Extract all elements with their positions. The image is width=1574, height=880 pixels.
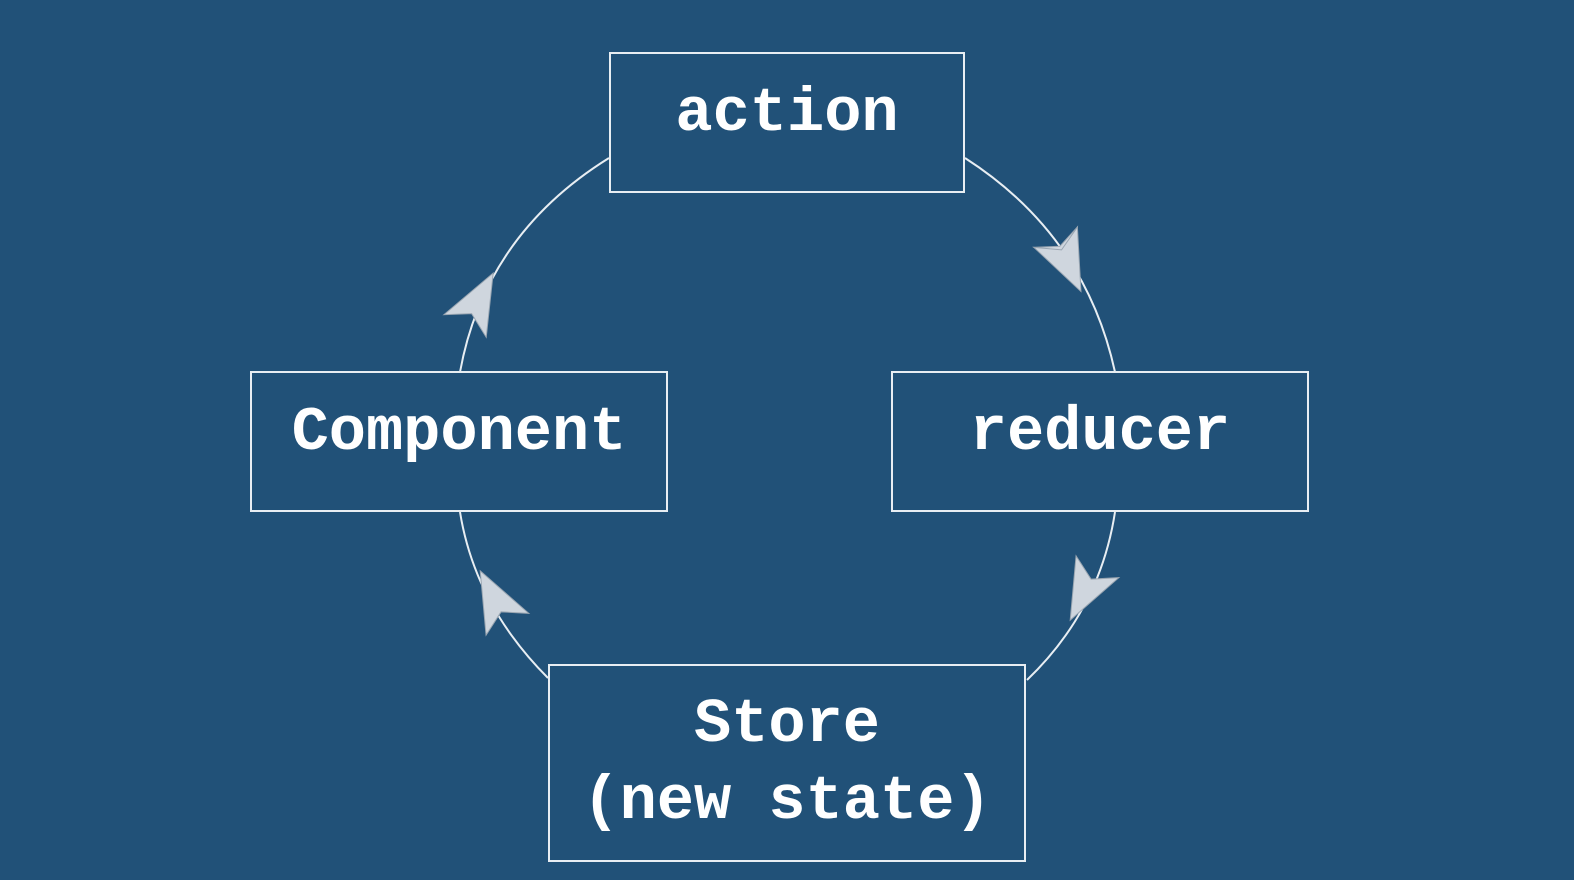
store-label-line1: Store bbox=[693, 688, 881, 760]
store-label-line2: (new state) bbox=[582, 766, 992, 837]
arrowhead-reducer-to-store bbox=[1069, 554, 1121, 622]
store-node: Store (new state) bbox=[548, 664, 1026, 862]
action-label: action bbox=[675, 77, 899, 149]
component-node: Component bbox=[250, 371, 668, 512]
arrowhead-action-to-reducer bbox=[1032, 225, 1082, 293]
action-node: action bbox=[609, 52, 965, 193]
store-label: Store (new state) bbox=[582, 686, 991, 841]
connector-action-to-reducer bbox=[964, 157, 1116, 373]
arrowhead-store-to-component bbox=[479, 569, 531, 637]
arrowhead-component-to-action bbox=[442, 271, 494, 339]
reducer-label: reducer bbox=[969, 396, 1231, 468]
connector-component-to-action bbox=[459, 157, 610, 373]
component-label: Component bbox=[291, 396, 627, 468]
reducer-node: reducer bbox=[891, 371, 1309, 512]
connector-reducer-to-store bbox=[1026, 511, 1116, 681]
